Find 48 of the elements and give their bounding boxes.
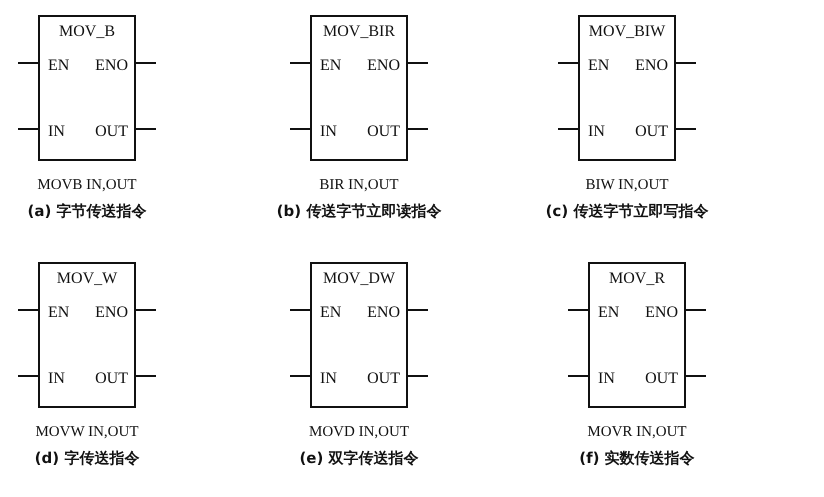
instruction-syntax: BIR IN,OUT xyxy=(318,176,400,195)
figure-caption: (a) 字节传送指令 xyxy=(26,201,148,221)
function-block xyxy=(588,262,686,408)
pin-label: EN xyxy=(320,57,342,75)
instruction-syntax: MOVB IN,OUT xyxy=(36,176,138,195)
pin-label: IN xyxy=(48,370,65,388)
pin-label: ENO xyxy=(635,57,668,75)
pin-label: EN xyxy=(598,304,620,322)
pin-label: IN xyxy=(320,370,337,388)
figure-caption: (f) 实数传送指令 xyxy=(578,448,696,468)
pin-label: ENO xyxy=(645,304,678,322)
pin-label: EN xyxy=(48,304,70,322)
function-block xyxy=(310,15,408,161)
block-title: MOV_W xyxy=(56,270,118,288)
block-title: MOV_R xyxy=(608,270,666,288)
pin-label: ENO xyxy=(367,304,400,322)
pin-label: ENO xyxy=(95,304,128,322)
pin-label: OUT xyxy=(95,123,128,141)
block-title: MOV_B xyxy=(58,23,116,41)
instruction-syntax: MOVW IN,OUT xyxy=(34,423,140,442)
pin-label: EN xyxy=(48,57,70,75)
pin-label: IN xyxy=(48,123,65,141)
instruction-syntax: MOVR IN,OUT xyxy=(586,423,688,442)
instruction-syntax: MOVD IN,OUT xyxy=(308,423,410,442)
function-block xyxy=(578,15,676,161)
instruction-syntax: BIW IN,OUT xyxy=(584,176,670,195)
block-title: MOV_BIW xyxy=(588,23,666,41)
figure-caption: (c) 传送字节立即写指令 xyxy=(544,201,710,221)
function-block xyxy=(310,262,408,408)
pin-label: EN xyxy=(320,304,342,322)
figure-caption: (d) 字传送指令 xyxy=(34,448,140,468)
block-title: MOV_BIR xyxy=(322,23,396,41)
pin-label: OUT xyxy=(367,123,400,141)
pin-label: IN xyxy=(598,370,615,388)
pin-label: IN xyxy=(588,123,605,141)
pin-label: OUT xyxy=(645,370,678,388)
figure-caption: (b) 传送字节立即读指令 xyxy=(276,201,442,221)
pin-label: OUT xyxy=(635,123,668,141)
pin-label: ENO xyxy=(367,57,400,75)
pin-label: OUT xyxy=(367,370,400,388)
pin-label: ENO xyxy=(95,57,128,75)
pin-label: EN xyxy=(588,57,610,75)
function-block xyxy=(38,15,136,161)
pin-label: IN xyxy=(320,123,337,141)
block-title: MOV_DW xyxy=(322,270,396,288)
figure-caption: (e) 双字传送指令 xyxy=(298,448,420,468)
function-block xyxy=(38,262,136,408)
pin-label: OUT xyxy=(95,370,128,388)
